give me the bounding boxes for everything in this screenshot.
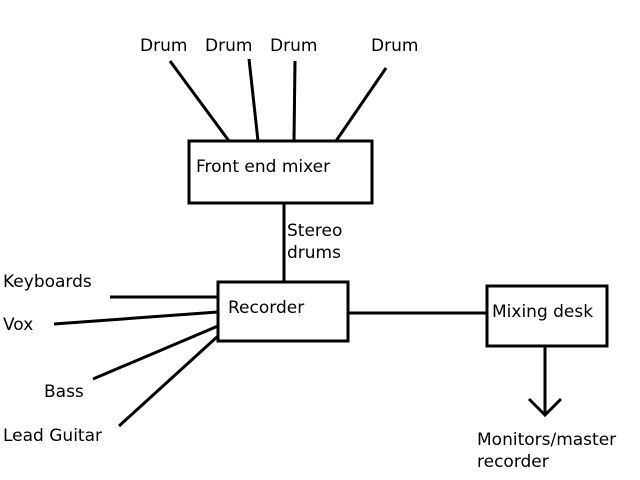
keyboards-label: Keyboards [3, 272, 92, 292]
stereo-drums-label-line1: Stereo [287, 221, 342, 241]
mixing-desk-label: Mixing desk [492, 302, 593, 322]
output-label-line2: recorder [477, 452, 549, 472]
drum-label-4: Drum [371, 36, 418, 56]
output-arrowhead [527, 397, 563, 418]
lead-guitar-line [117, 334, 220, 428]
vox-line [53, 310, 219, 326]
drum-line-2 [247, 58, 260, 142]
bass-label: Bass [44, 382, 84, 402]
recorder-box [216, 280, 350, 343]
drum-label-3: Drum [270, 36, 317, 56]
front-end-mixer-label: Front end mixer [196, 157, 330, 177]
drum-line-3 [292, 60, 297, 142]
recorder-label: Recorder [228, 298, 304, 318]
drum-label-1: Drum [140, 36, 187, 56]
stereo-drums-label-line2: drums [287, 243, 341, 263]
drum-line-4 [334, 67, 388, 142]
drum-label-2: Drum [205, 36, 252, 56]
vox-label: Vox [3, 315, 33, 335]
lead-guitar-label: Lead Guitar [3, 426, 102, 446]
mixing-desk-box [485, 284, 609, 348]
output-label-line1: Monitors/master [477, 430, 616, 450]
bass-line [92, 324, 219, 381]
drum-line-1 [168, 60, 231, 142]
front-end-mixer-box [187, 139, 374, 205]
